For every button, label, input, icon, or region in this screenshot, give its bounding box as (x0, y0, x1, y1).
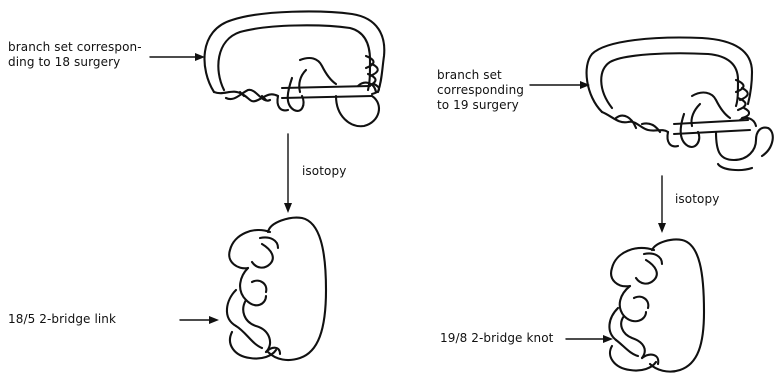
right-two-bridge-knot-diagram (609, 239, 704, 371)
left-branch-arrow (150, 53, 205, 61)
right-isotopy-label: isotopy (675, 192, 719, 207)
right-branch-set-diagram (587, 38, 773, 171)
right-branch-set-label-line-2: corresponding (437, 83, 524, 98)
left-link-arrow (180, 316, 219, 324)
left-branch-set-label-line-1: branch set correspon- (8, 40, 142, 55)
right-isotopy-arrow (658, 176, 666, 233)
left-link-label: 18/5 2-bridge link (8, 312, 116, 327)
right-knot-label: 19/8 2-bridge knot (440, 331, 553, 346)
right-branch-set-label-line-3: to 19 surgery (437, 98, 524, 113)
right-knot-arrow (566, 335, 613, 343)
left-isotopy-label: isotopy (302, 164, 346, 179)
left-branch-set-diagram (204, 12, 384, 127)
left-branch-set-label-line-2: ding to 18 surgery (8, 55, 142, 70)
right-branch-set-label: branch set corresponding to 19 surgery (437, 68, 524, 113)
left-two-bridge-link-diagram (227, 218, 326, 360)
right-branch-set-label-line-1: branch set (437, 68, 524, 83)
left-branch-set-label: branch set correspon- ding to 18 surgery (8, 40, 142, 70)
right-branch-arrow (530, 81, 590, 89)
left-isotopy-arrow (284, 134, 292, 213)
